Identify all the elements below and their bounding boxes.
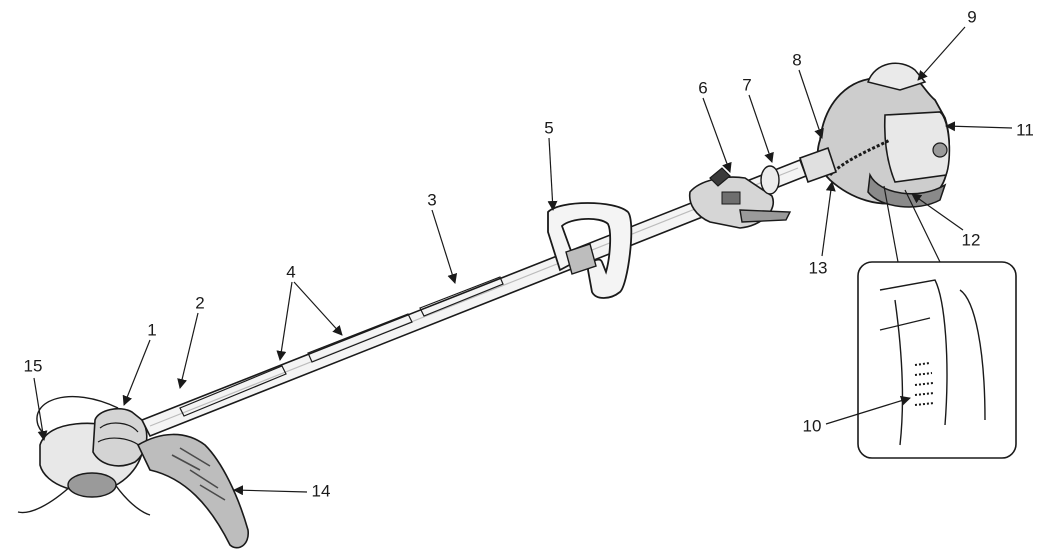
- leader-15: [33, 377, 48, 441]
- leader-1: [122, 339, 151, 406]
- shaft-coupler-ring: [760, 165, 780, 195]
- callout-11: 11: [1016, 120, 1034, 140]
- debris-guard: [136, 433, 249, 549]
- loop-handle: [547, 202, 633, 299]
- leader-6: [702, 97, 732, 173]
- leader-4a: [276, 281, 293, 361]
- inset-housing-edge-4: [879, 317, 931, 331]
- callout-1: 1: [147, 320, 157, 340]
- leader-12: [911, 193, 964, 231]
- fuel-tank: [867, 172, 947, 208]
- inset-housing-edge-2: [894, 299, 904, 446]
- leader-10: [825, 395, 911, 425]
- callout-5: 5: [544, 118, 554, 138]
- callout-13: 13: [808, 258, 828, 278]
- shaft-decal-1: [179, 365, 287, 417]
- choke-knob: [932, 142, 948, 158]
- detail-inset-frame: [857, 261, 1017, 459]
- shaft-decal-2: [307, 313, 413, 363]
- leader-13: [821, 181, 836, 257]
- callout-2: 2: [195, 293, 205, 313]
- callout-7: 7: [742, 75, 752, 95]
- callout-10: 10: [802, 416, 822, 436]
- trimmer-line-lower: [17, 484, 73, 514]
- trimmer-line-right: [111, 479, 151, 516]
- inset-housing-edge-1: [879, 279, 948, 426]
- throttle-trigger: [739, 209, 792, 223]
- leader-4b: [293, 281, 343, 336]
- debris-guard-grip: [171, 447, 226, 501]
- inset-serial-marks: [914, 362, 935, 406]
- cutting-head-spool: [67, 472, 117, 498]
- shaft-highlight: [149, 167, 799, 427]
- leader-9: [917, 26, 966, 81]
- callout-15: 15: [23, 356, 43, 376]
- callout-9: 9: [967, 7, 977, 27]
- leader-3: [431, 209, 458, 284]
- callout-8: 8: [792, 50, 802, 70]
- loop-handle-clamp: [565, 243, 597, 275]
- callout-14: 14: [311, 481, 331, 501]
- callout-4: 4: [286, 262, 296, 282]
- leader-2: [177, 312, 199, 389]
- leader-5: [547, 137, 558, 211]
- leader-14: [233, 485, 308, 496]
- callout-3: 3: [427, 190, 437, 210]
- clutch-housing-collar: [798, 146, 838, 184]
- gear-head-ring-2: [97, 437, 141, 447]
- leader-8: [798, 69, 824, 139]
- gear-head: [92, 408, 148, 467]
- callout-12: 12: [961, 230, 981, 250]
- inset-housing-edge-3: [959, 289, 986, 421]
- leader-11: [945, 121, 1013, 132]
- gear-head-ring: [99, 422, 139, 433]
- inset-connector-right: [904, 189, 941, 263]
- throttle-switch: [721, 191, 741, 205]
- shaft-decal-3: [419, 276, 504, 317]
- callout-6: 6: [698, 78, 708, 98]
- leader-7: [748, 94, 774, 163]
- inset-connector-left: [883, 185, 899, 263]
